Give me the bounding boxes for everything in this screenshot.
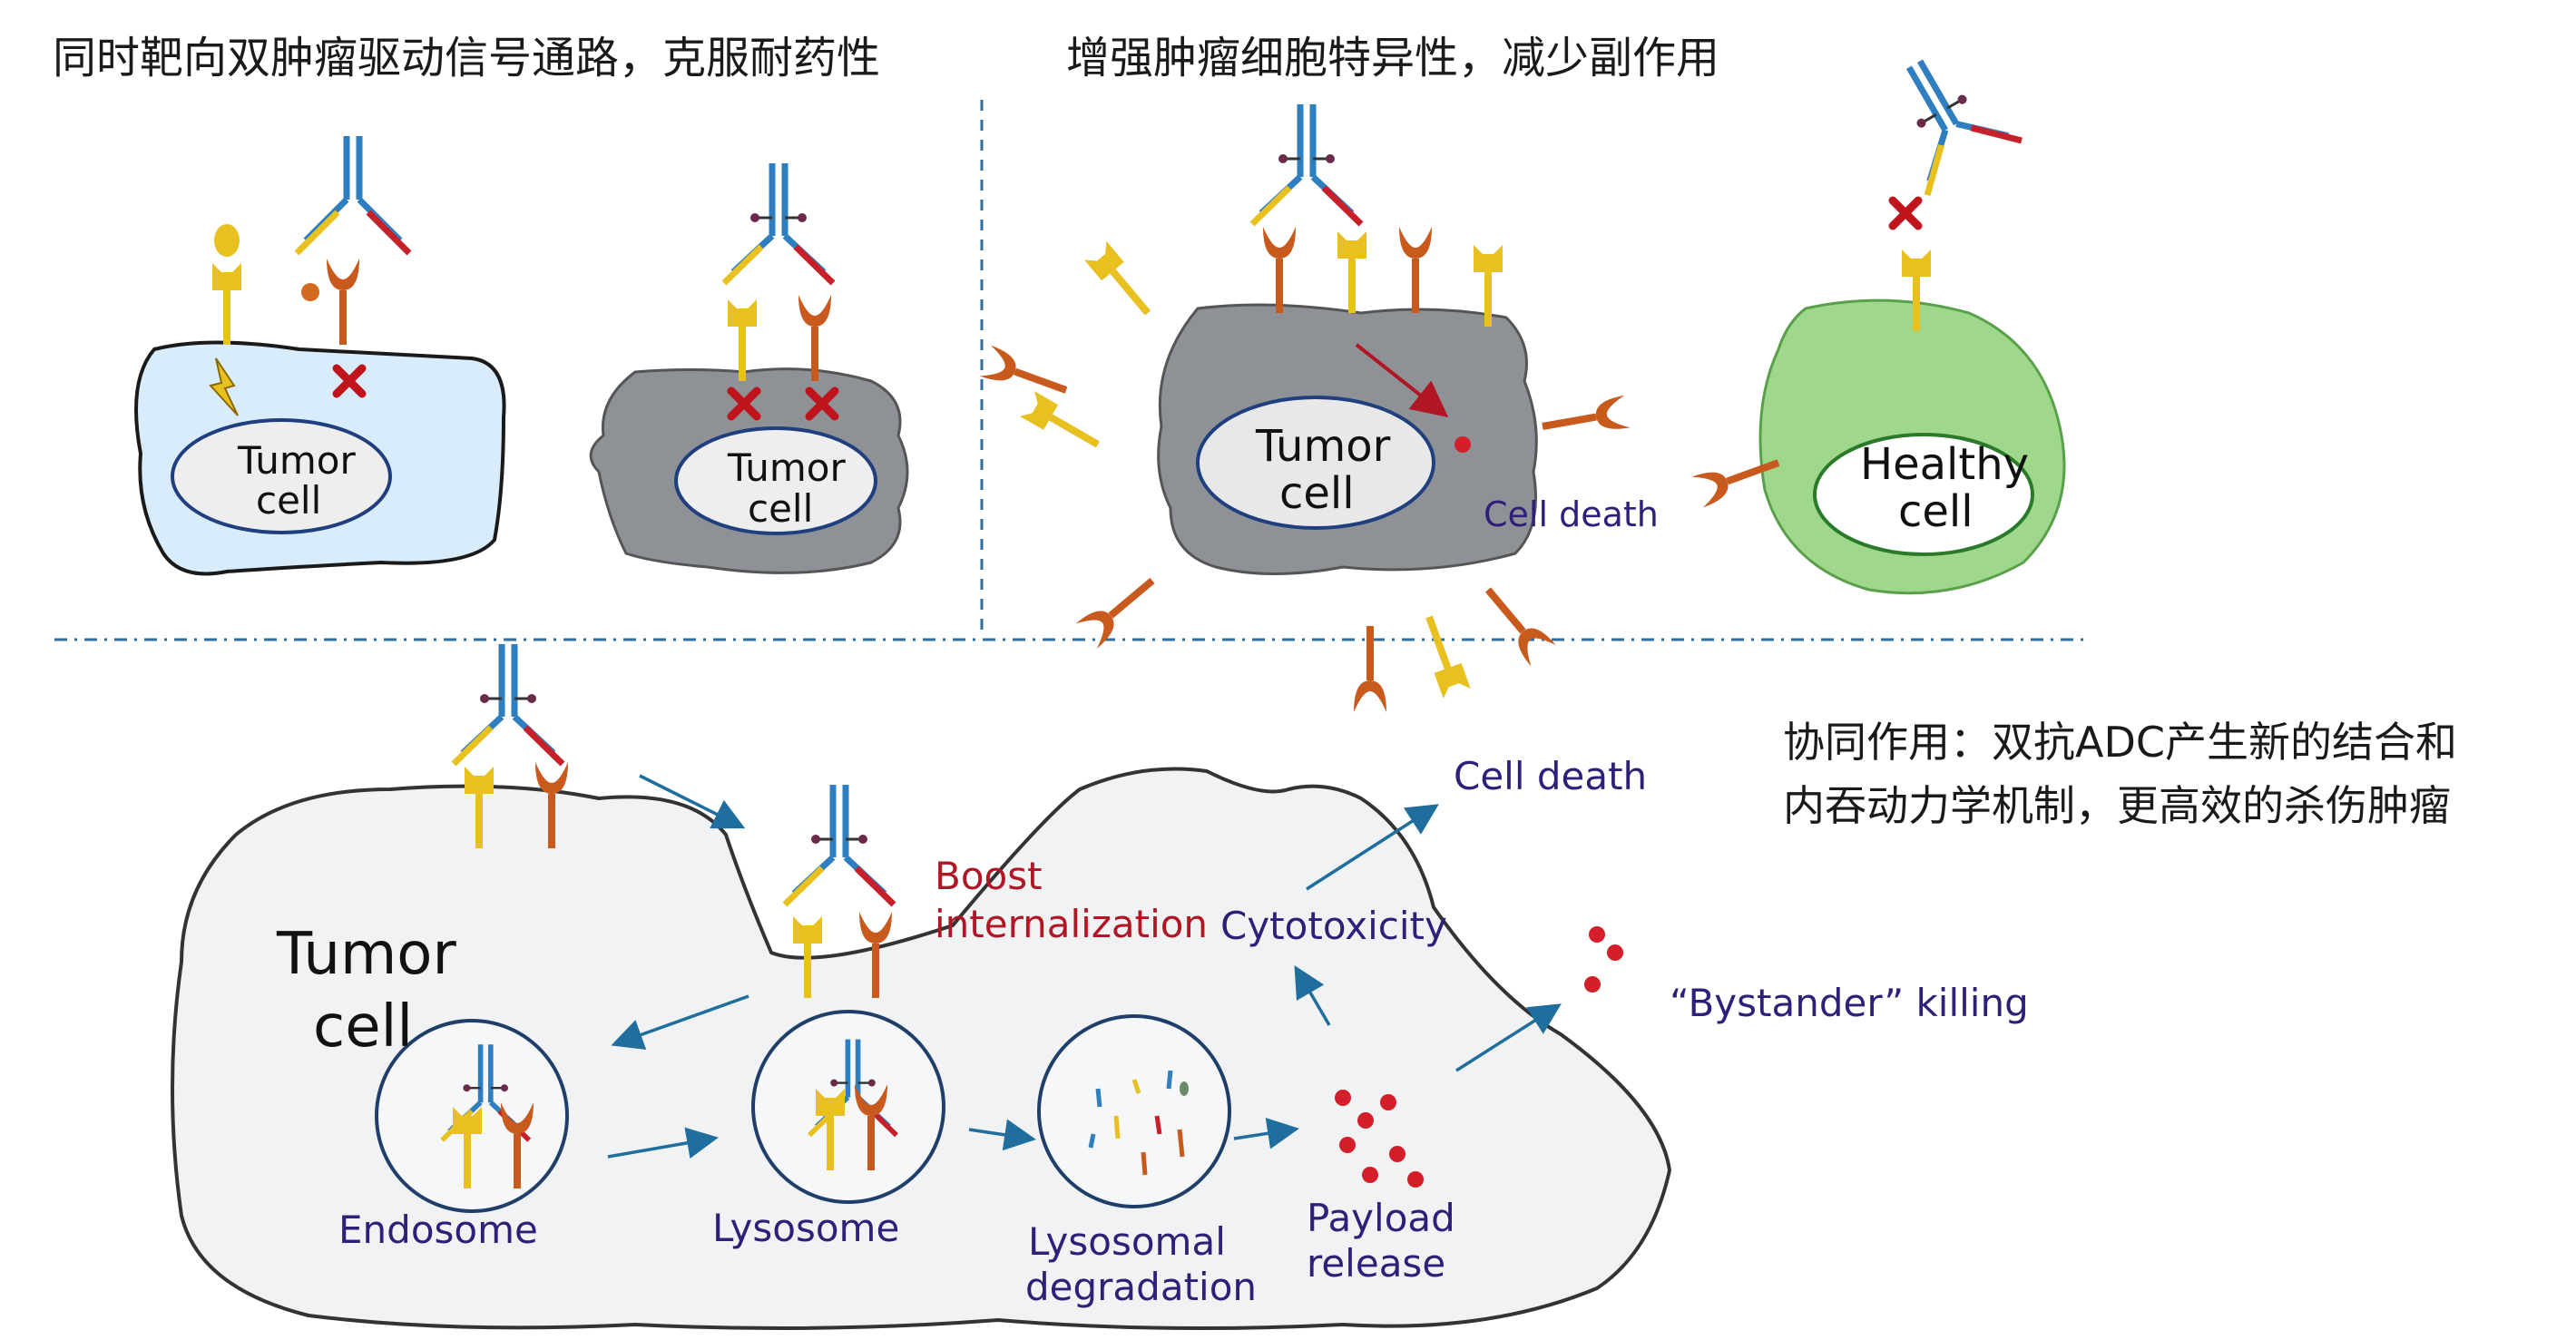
tumor-big-label-line1: Tumor [277, 921, 456, 988]
fragments [1088, 1070, 1189, 1176]
payload-arrow [1355, 343, 1449, 417]
tumor-label-line1: Tumor [238, 438, 356, 483]
cell-death-label: Cell death [1484, 494, 1659, 534]
nucleus [171, 418, 392, 534]
tumor-big-label-line2: cell [313, 993, 414, 1061]
ligand-orange [301, 283, 319, 301]
arrow-to-internalization [639, 774, 746, 829]
synergy-text-line2: 内吞动力学机制，更高效的杀伤肿瘤 [1783, 781, 2451, 830]
bystander-dots [1584, 926, 1623, 993]
top-right-title: 增强肿瘤细胞特异性，减少副作用 [1066, 33, 1720, 83]
arrow-degradation-payload [1233, 1117, 1299, 1149]
nucleus [1813, 433, 2034, 556]
nucleus [674, 426, 877, 535]
top-left-title: 同时靶向双肿瘤驱动信号通路，克服耐药性 [53, 33, 881, 83]
tumor-label-line1: Tumor [1256, 421, 1391, 472]
tumor-label-line2: cell [748, 486, 814, 531]
cytotoxicity-label: Cytotoxicity [1220, 904, 1447, 948]
boost-label-line2: internalization [935, 902, 1209, 946]
synergy-text-line1: 协同作用：双抗ADC产生新的结合和 [1783, 718, 2458, 767]
tumor-label-line2: cell [256, 478, 322, 523]
payload-label-line1: Payload [1307, 1196, 1455, 1240]
arrow-endosome-lysosome [607, 1127, 719, 1159]
endosome-label: Endosome [338, 1208, 538, 1252]
nucleus [1196, 396, 1435, 530]
tumor-label-line2: cell [1279, 468, 1355, 519]
payload-dot [1455, 436, 1471, 453]
arrow-to-endosome [611, 994, 749, 1051]
ligand-yellow [214, 224, 240, 257]
tumor-label-line1: Tumor [728, 445, 846, 490]
cell-death-label: Cell death [1454, 754, 1648, 798]
arrow-lysosome-degradation [968, 1119, 1036, 1151]
degradation-vesicle [1037, 1014, 1231, 1208]
lysosomal-label-line2: degradation [1025, 1265, 1258, 1309]
bystander-label: “Bystander” killing [1670, 981, 2029, 1025]
lysosome-label: Lysosome [712, 1206, 900, 1250]
arrow-payload-cytotoxicity [1294, 964, 1331, 1026]
boost-label-line1: Boost [935, 854, 1043, 898]
lysosome-vesicle [751, 1010, 945, 1204]
payload-dots [1335, 1090, 1424, 1188]
signal-bolt-icon [209, 357, 239, 416]
healthy-label-line2: cell [1898, 486, 1974, 537]
arrow-bystander [1455, 1003, 1562, 1072]
payload-label-line2: release [1307, 1241, 1446, 1286]
arrow-cytotoxicity-death [1306, 804, 1439, 891]
lysosomal-label-line1: Lysosomal [1028, 1219, 1226, 1264]
healthy-label-line1: Healthy [1860, 439, 2030, 490]
